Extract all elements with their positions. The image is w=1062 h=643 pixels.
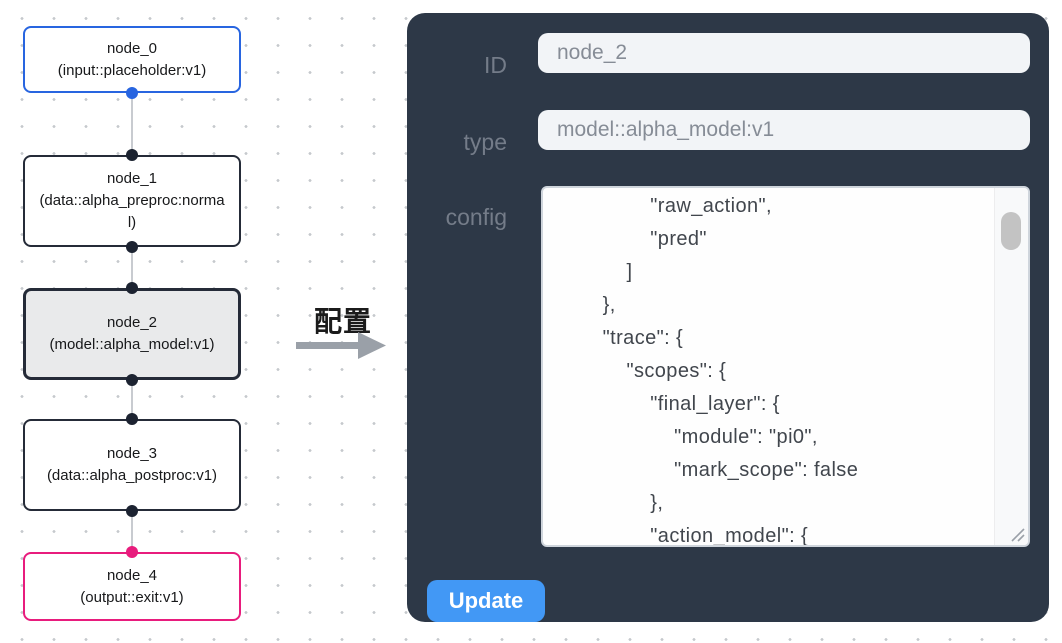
node-4-input-port-icon[interactable]	[126, 546, 138, 558]
scrollbar-thumb[interactable]	[1001, 212, 1021, 250]
id-input[interactable]	[538, 33, 1030, 73]
arrow-right-icon	[296, 332, 386, 359]
edge-node0-node1	[131, 93, 133, 155]
node-4[interactable]: node_4 (output::exit:v1)	[23, 552, 241, 621]
id-field-label: ID	[484, 52, 507, 78]
config-panel: ID type config "raw_action", "pred" ] },…	[407, 13, 1049, 622]
edge-node3-node4	[131, 511, 133, 552]
node-0[interactable]: node_0 (input::placeholder:v1)	[23, 26, 241, 93]
node-3[interactable]: node_3 (data::alpha_postproc:v1)	[23, 419, 241, 511]
node-subtitle: (input::placeholder:v1)	[57, 61, 207, 79]
node-0-output-port-icon[interactable]	[126, 87, 138, 99]
node-title: node_1	[106, 170, 158, 187]
node-3-input-port-icon[interactable]	[126, 413, 138, 425]
node-subtitle: (data::alpha_postproc:v1)	[46, 467, 218, 484]
config-json-text: "raw_action", "pred" ] }, "trace": { "sc…	[602, 195, 859, 545]
node-3-output-port-icon[interactable]	[126, 505, 138, 517]
edge-node1-node2	[131, 247, 133, 288]
resize-handle-icon[interactable]	[1008, 525, 1026, 543]
type-field-label: type	[463, 129, 507, 155]
update-button[interactable]: Update	[427, 580, 545, 622]
edge-node2-node3	[131, 380, 133, 419]
type-input[interactable]	[538, 110, 1030, 150]
node-2-output-port-icon[interactable]	[126, 374, 138, 386]
config-arrow-label: 配置	[313, 306, 372, 337]
config-textarea[interactable]: "raw_action", "pred" ] }, "trace": { "sc…	[541, 186, 1030, 547]
node-title: node_4	[106, 566, 158, 584]
node-title: node_0	[106, 39, 158, 57]
scrollbar-track[interactable]	[994, 188, 1028, 545]
node-title: node_3	[106, 445, 158, 462]
node-subtitle: (model::alpha_model:v1)	[49, 336, 215, 353]
node-1-input-port-icon[interactable]	[126, 149, 138, 161]
node-2-selected[interactable]: node_2 (model::alpha_model:v1)	[23, 288, 241, 380]
node-title: node_2	[106, 314, 158, 331]
node-2-input-port-icon[interactable]	[126, 282, 138, 294]
node-1-output-port-icon[interactable]	[126, 241, 138, 253]
node-subtitle: (output::exit:v1)	[80, 588, 184, 606]
node-1[interactable]: node_1 (data::alpha_preproc:normal)	[23, 155, 241, 247]
node-subtitle: (data::alpha_preproc:normal)	[39, 192, 225, 231]
config-field-label: config	[445, 204, 507, 230]
